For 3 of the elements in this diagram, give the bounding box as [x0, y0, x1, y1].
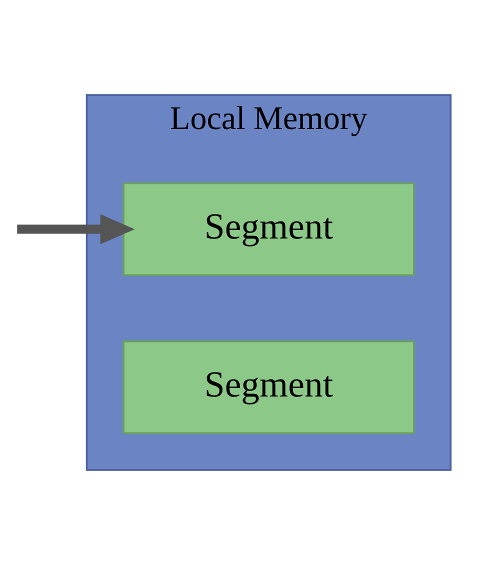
- arrow: [17, 214, 135, 244]
- node-box: Segment: [122, 182, 415, 276]
- node-box: Segment: [122, 340, 415, 434]
